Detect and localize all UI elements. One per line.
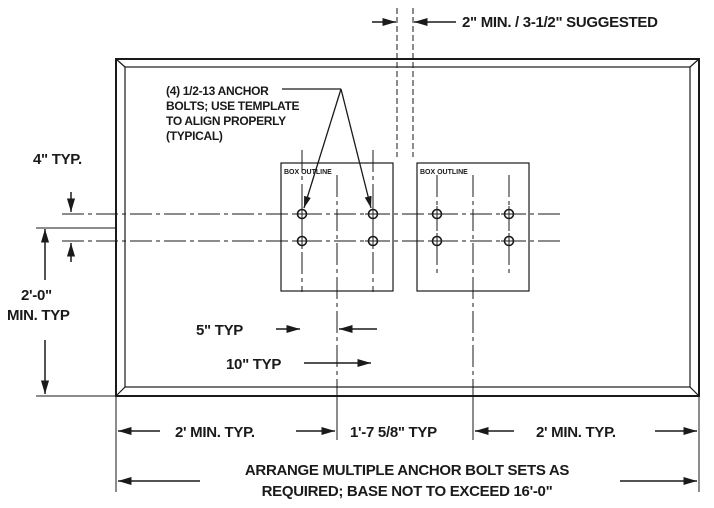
top-clearance-lines [396,8,414,157]
dim-10-typ-label: 10" TYP [226,356,281,373]
dim-2ft-vertical [36,227,116,397]
anchor-note-line4: (TYPICAL) [166,129,223,143]
top-clearance-label: 2" MIN. / 3-1/2" SUGGESTED [462,14,658,31]
bottom-note-line2: REQUIRED; BASE NOT TO EXCEED 16'-0" [262,483,553,500]
anchor-note-leaders [282,88,372,209]
dim-2ft-label-line1: 2'-0" [21,287,52,304]
box-outline-right-label: BOX OUTLINE [420,169,468,176]
dim-5-typ-label: 5" TYP [196,322,243,339]
dim-bottom-mid-label: 1'-7 5/8" TYP [350,424,437,441]
bottom-extension-lines [115,396,700,492]
anchor-note-line3: TO ALIGN PROPERLY [166,114,286,128]
bolt-crosshairs [294,206,517,249]
anchor-note-line2: BOLTS; USE TEMPLATE [166,99,299,113]
dim-2ft-label-line2: MIN. TYP [7,307,70,324]
bottom-note-line1: ARRANGE MULTIPLE ANCHOR BOLT SETS AS [245,462,569,479]
anchor-bolts [296,208,515,247]
anchor-note-line1: (4) 1/2-13 ANCHOR [166,84,269,98]
box-outline-left-label: BOX OUTLINE [284,169,332,176]
dim-bottom-left-label: 2' MIN. TYP. [175,424,255,441]
dim-4-typ-label: 4" TYP. [33,151,82,168]
dim-bottom-right-label: 2' MIN. TYP. [536,424,616,441]
bolt-centerlines [62,150,560,420]
